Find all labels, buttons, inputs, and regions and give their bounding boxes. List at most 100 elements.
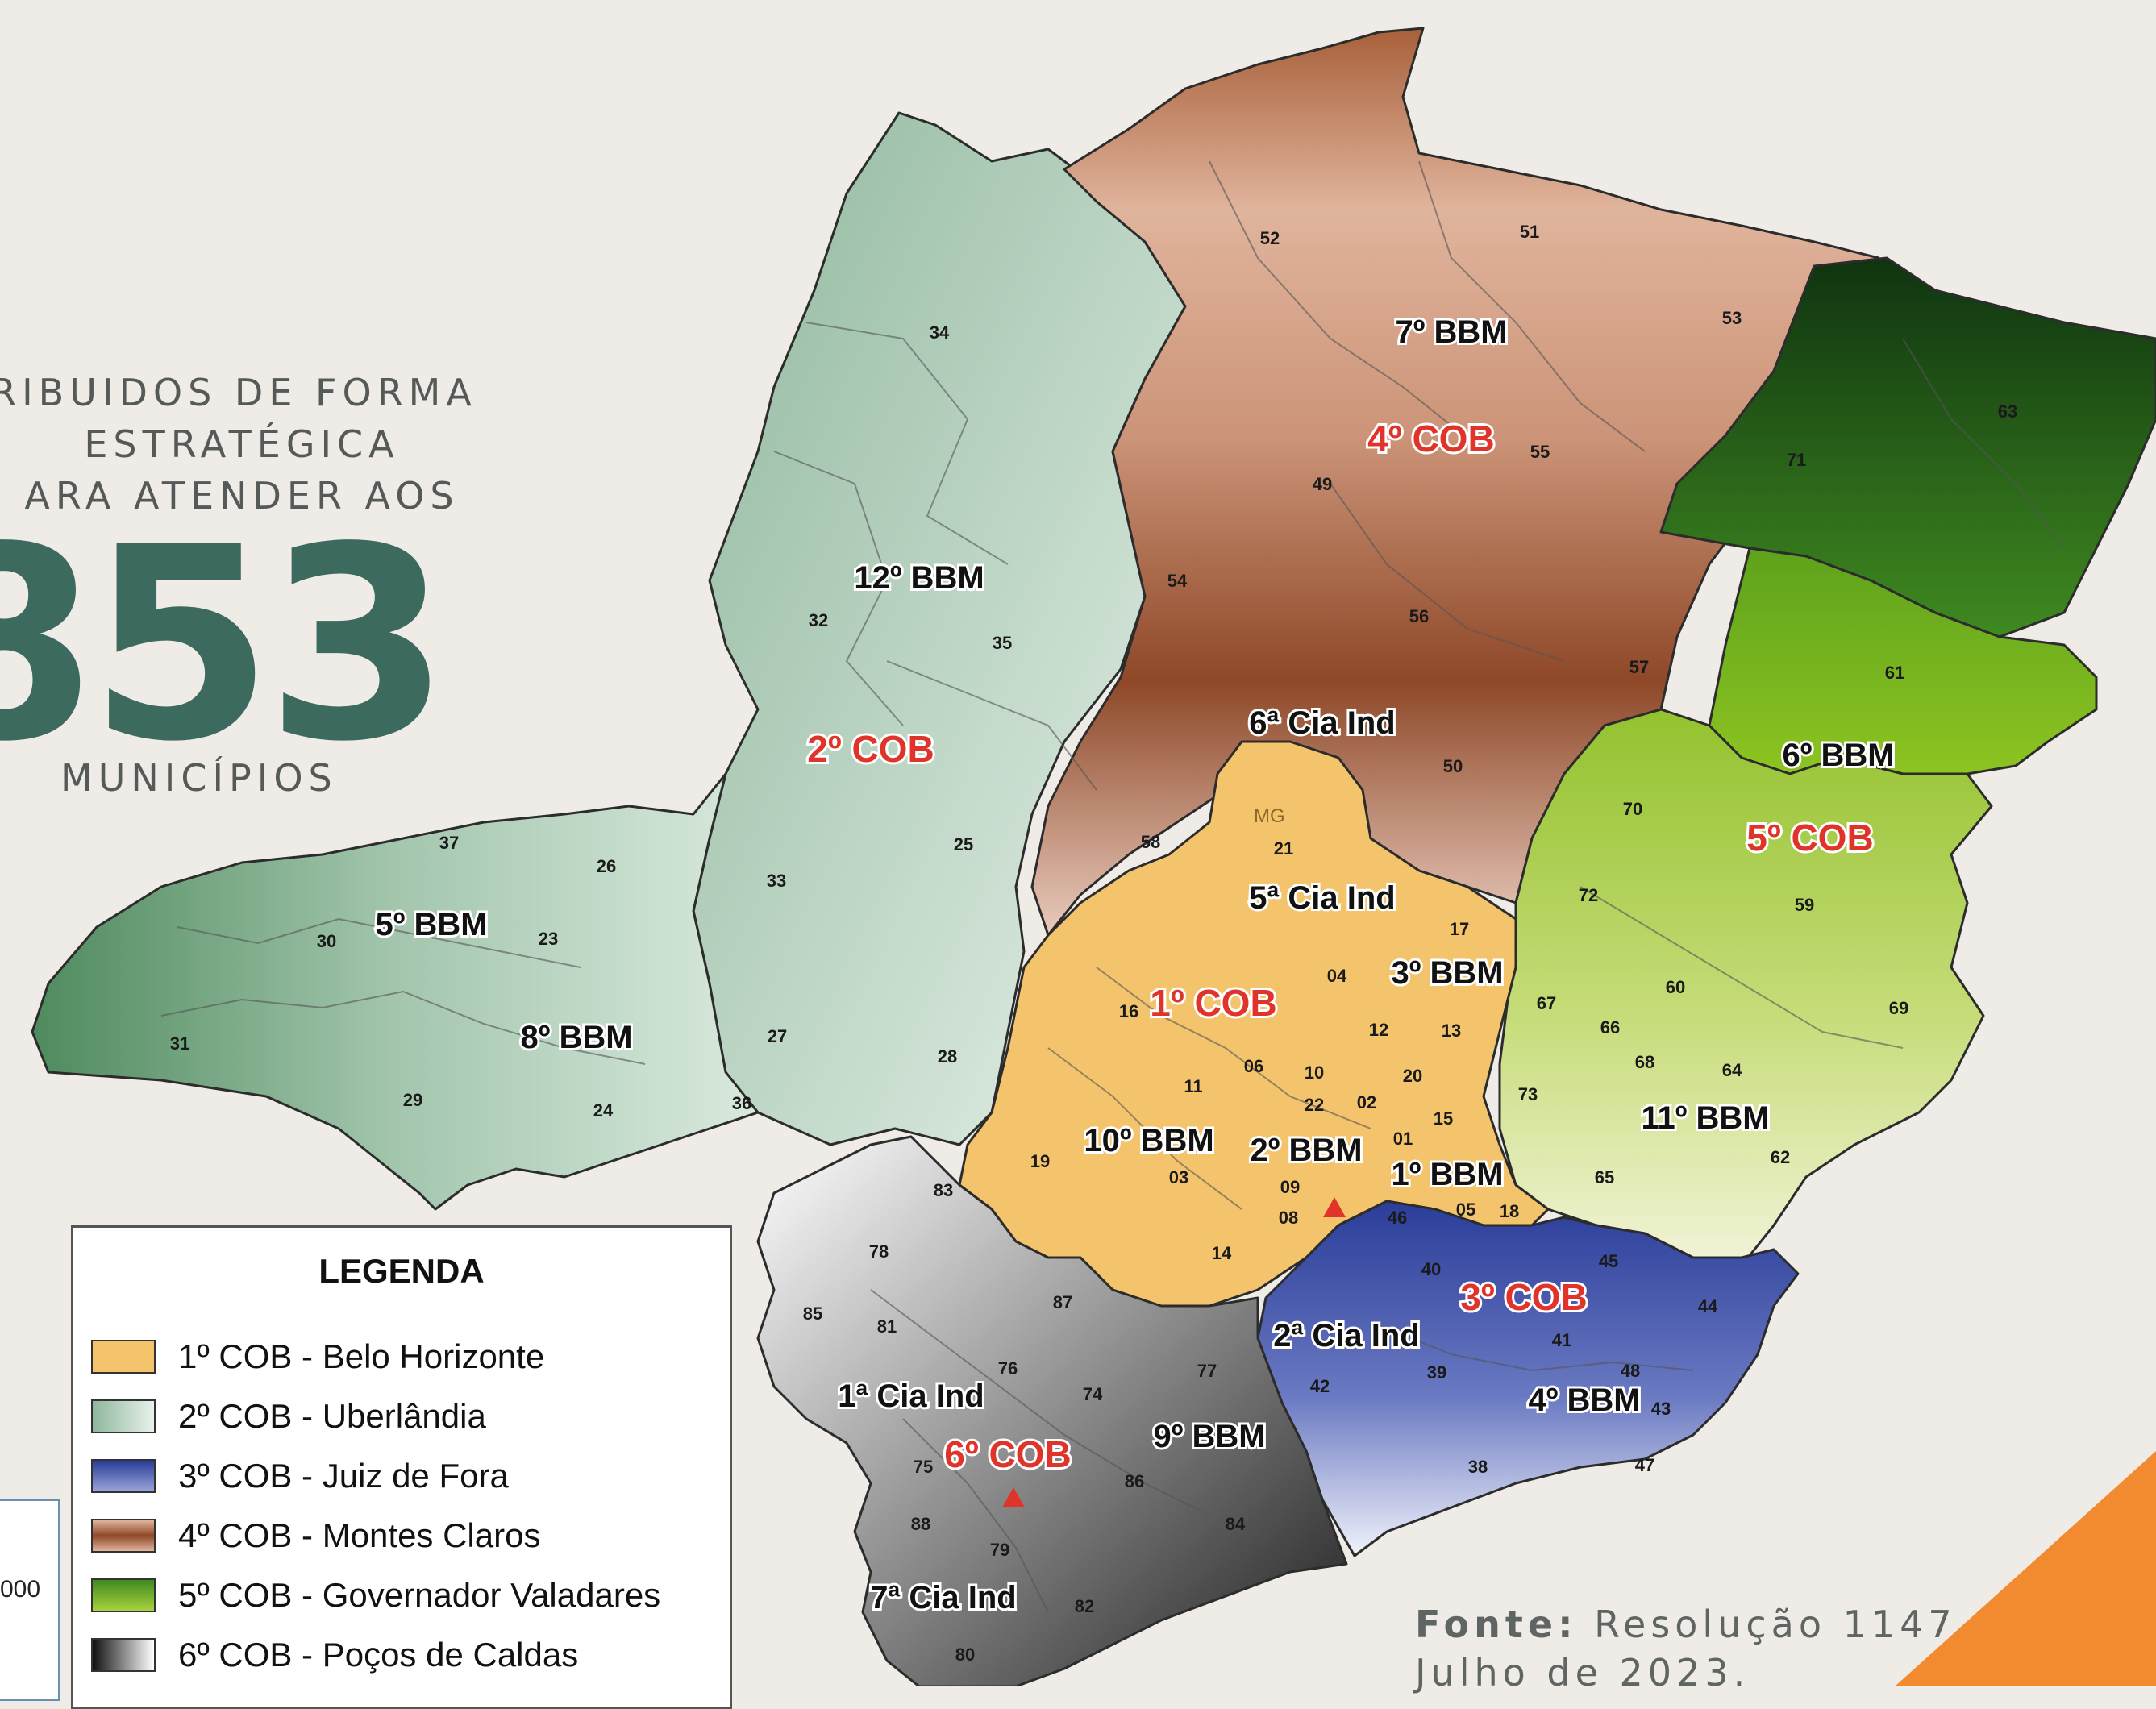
legend-swatch-5-cob [91, 1578, 156, 1612]
unit-label-5: 5º BBM [375, 907, 487, 942]
legend-item-5-cob: 5º COB - Governador Valadares [91, 1571, 660, 1620]
unit-label-3: 3º BBM [1391, 955, 1503, 991]
district-number: 49 [1313, 474, 1332, 494]
legend-title: LEGENDA [318, 1252, 485, 1290]
region-5-cob-northeast [1659, 256, 2156, 638]
district-number: 16 [1119, 1001, 1138, 1021]
region-1-cob [958, 740, 1550, 1308]
district-number: 18 [1500, 1201, 1519, 1221]
legend-label-2-cob: 2º COB - Uberlândia [178, 1397, 486, 1435]
legend-swatch-6-cob [91, 1638, 156, 1672]
district-number: 21 [1274, 838, 1293, 859]
district-number: 62 [1771, 1147, 1790, 1167]
district-number: 34 [930, 322, 950, 343]
unit-label-4: 4º BBM [1528, 1383, 1640, 1418]
region-2-cob-triangle [31, 772, 760, 1211]
legend-item-2-cob: 2º COB - Uberlândia [91, 1392, 486, 1441]
district-number: 80 [955, 1645, 975, 1665]
district-number: 39 [1427, 1362, 1446, 1383]
district-number: 78 [869, 1241, 889, 1262]
district-number: 52 [1260, 228, 1280, 248]
municipality-count: 853 [0, 490, 451, 800]
district-number: 30 [317, 931, 336, 951]
district-number: 05 [1456, 1200, 1475, 1220]
hq-marker-1-cob [1323, 1197, 1346, 1217]
district-number: 68 [1635, 1052, 1654, 1072]
legend-item-6-cob: 6º COB - Poços de Caldas [91, 1631, 578, 1679]
unit-label-10: 10º BBM [1084, 1123, 1213, 1158]
legend-swatch-1-cob [91, 1340, 156, 1374]
unit-label-9: 9º BBM [1153, 1419, 1265, 1454]
district-number: 77 [1197, 1361, 1217, 1381]
district-number: 47 [1635, 1455, 1654, 1475]
district-number: 25 [954, 834, 973, 854]
district-number: 55 [1530, 442, 1550, 462]
district-number: 79 [990, 1540, 1009, 1560]
district-number: 28 [938, 1046, 957, 1067]
district-number: 03 [1169, 1167, 1188, 1187]
state-code-label: MG [1254, 805, 1285, 827]
district-number: 31 [170, 1033, 189, 1054]
unit-label-1: 1º BBM [1391, 1157, 1503, 1192]
intro-text: RIBUIDOS DE FORMA ESTRATÉGICA ARA ATENDE… [0, 367, 484, 522]
unit-label-2: 2º BBM [1250, 1133, 1362, 1168]
district-number: 11 [1184, 1076, 1202, 1096]
district-number: 65 [1595, 1167, 1614, 1187]
district-number: 33 [767, 871, 786, 891]
legend-label-5-cob: 5º COB - Governador Valadares [178, 1576, 661, 1614]
district-number: 01 [1393, 1129, 1413, 1149]
district-number: 27 [768, 1026, 787, 1046]
district-number: 70 [1623, 799, 1642, 819]
intro-line-3: ARA ATENDER AOS [24, 474, 460, 518]
intro-line-2: ESTRATÉGICA [84, 422, 400, 466]
district-number: 29 [403, 1090, 422, 1110]
district-number: 76 [998, 1358, 1018, 1378]
cob-label-6: 6º COB [944, 1433, 1071, 1475]
district-number: 46 [1388, 1208, 1407, 1228]
district-number: 12 [1369, 1020, 1388, 1040]
legend-label-1-cob: 1º COB - Belo Horizonte [178, 1337, 545, 1375]
unit-label-17: 7ª Cia Ind [870, 1580, 1017, 1615]
district-number: 64 [1722, 1060, 1742, 1080]
district-number: 57 [1629, 657, 1649, 677]
cob-label-3: 3º COB [1460, 1276, 1587, 1318]
district-number: 44 [1698, 1296, 1718, 1316]
district-number: 02 [1357, 1092, 1376, 1112]
scale-fragment: 000 [0, 1576, 41, 1603]
district-number: 09 [1280, 1177, 1300, 1197]
district-number: 54 [1167, 571, 1188, 591]
unit-label-13: 1ª Cia Ind [838, 1378, 984, 1414]
district-number: 15 [1434, 1108, 1453, 1129]
source-text: Resolução 1147, Julho de 2023. [1415, 1603, 1974, 1694]
district-number: 73 [1518, 1084, 1538, 1104]
district-number: 61 [1885, 663, 1904, 683]
unit-label-14: 2ª Cia Ind [1273, 1318, 1420, 1353]
legend-swatch-4-cob [91, 1519, 156, 1553]
legend: LEGENDA 1º COB - Belo Horizonte 2º COB -… [71, 1225, 732, 1709]
district-number: 75 [914, 1457, 933, 1477]
district-number: 24 [593, 1100, 614, 1121]
district-number: 71 [1787, 450, 1806, 470]
district-number: 35 [993, 633, 1012, 653]
cob-label-5: 5º COB [1746, 817, 1873, 859]
legend-item-1-cob: 1º COB - Belo Horizonte [91, 1333, 544, 1381]
district-number: 23 [539, 929, 558, 949]
district-number: 40 [1421, 1259, 1441, 1279]
district-number: 43 [1651, 1399, 1671, 1419]
district-number: 17 [1450, 919, 1469, 939]
legend-label-3-cob: 3º COB - Juiz de Fora [178, 1457, 509, 1495]
district-number: 08 [1279, 1208, 1298, 1228]
unit-label-8: 8º BBM [520, 1020, 632, 1055]
hq-marker-6-cob [1002, 1487, 1025, 1507]
district-number: 87 [1053, 1292, 1072, 1312]
district-number: 45 [1599, 1251, 1618, 1271]
district-number: 59 [1795, 895, 1814, 915]
district-number: 41 [1552, 1330, 1571, 1350]
legend-item-4-cob: 4º COB - Montes Claros [91, 1511, 540, 1560]
district-number: 22 [1305, 1095, 1324, 1115]
district-number: 26 [597, 856, 616, 876]
district-number: 13 [1442, 1021, 1461, 1041]
